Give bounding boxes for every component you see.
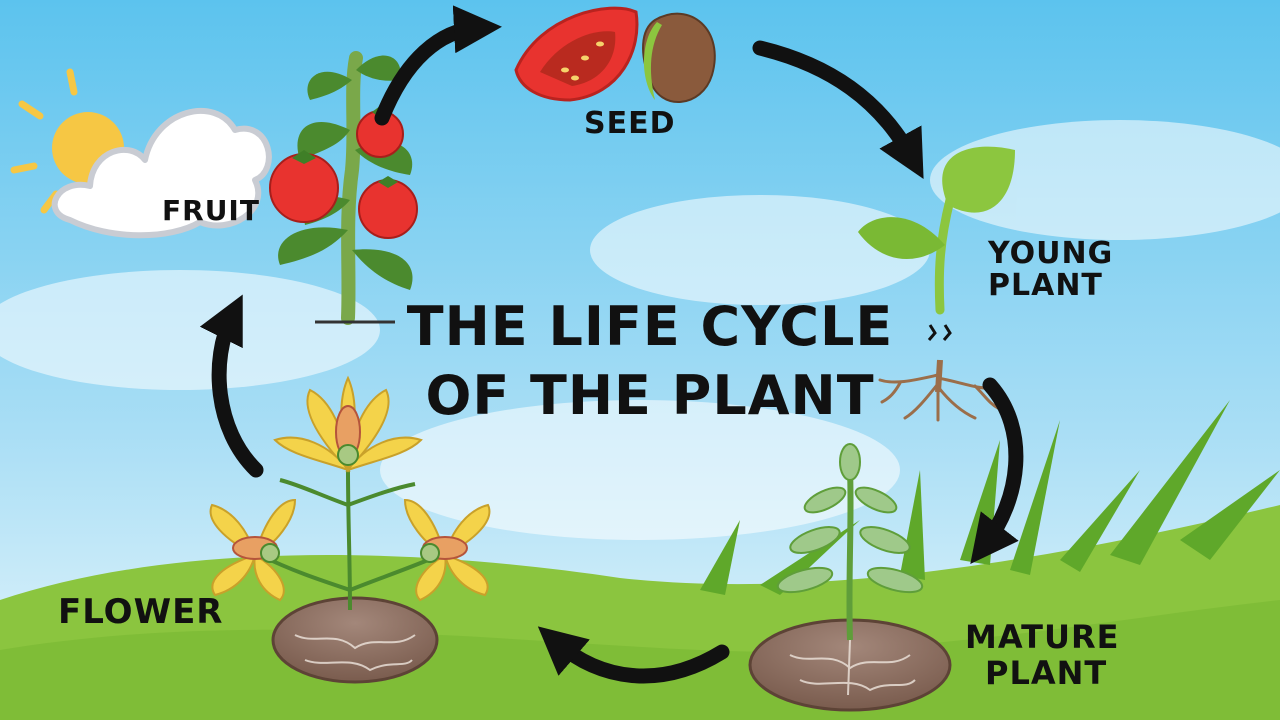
stage-label-seed: SEED <box>584 106 676 141</box>
tomato-slice-icon <box>514 6 639 102</box>
young-plant-label-line-2: PLANT <box>988 268 1103 304</box>
arrow-mature-to-flower <box>537 626 730 684</box>
stage-label-fruit: FRUIT <box>162 194 260 227</box>
arrow-seed-to-young <box>752 40 924 180</box>
fruit-label-text: FRUIT <box>162 194 260 227</box>
soft-clouds <box>0 120 1280 540</box>
mature-plant-icon <box>748 443 952 712</box>
seed-icon <box>642 12 716 103</box>
cloud-icon <box>51 107 272 239</box>
arrow-flower-to-fruit <box>199 294 264 478</box>
mature-plant-label-line-2: PLANT <box>985 653 1108 692</box>
title-line-1: THE LIFE CYCLE <box>406 295 894 358</box>
title-line-2: OF THE PLANT <box>425 364 875 428</box>
seed-label-text: SEED <box>584 106 676 141</box>
sprout-icon <box>858 146 1015 422</box>
tomato-plant-icon <box>269 51 418 325</box>
cycle-arrow-icon <box>199 5 1024 684</box>
flower-plant-icon <box>209 375 491 684</box>
stage-label-young-plant: YOUNG PLANT <box>988 236 1114 304</box>
mature-plant-label-line-1: MATURE <box>965 618 1120 656</box>
arrow-young-to-mature <box>970 377 1024 564</box>
arrow-fruit-to-seed <box>374 5 502 126</box>
stage-label-mature-plant: MATURE PLANT <box>965 618 1120 692</box>
flower-label-text: FLOWER <box>58 592 224 632</box>
stage-label-flower: FLOWER <box>58 594 224 631</box>
diagram-title: THE LIFE CYCLE OF THE PLANT <box>350 292 950 430</box>
young-plant-label-line-1: YOUNG <box>988 236 1114 271</box>
